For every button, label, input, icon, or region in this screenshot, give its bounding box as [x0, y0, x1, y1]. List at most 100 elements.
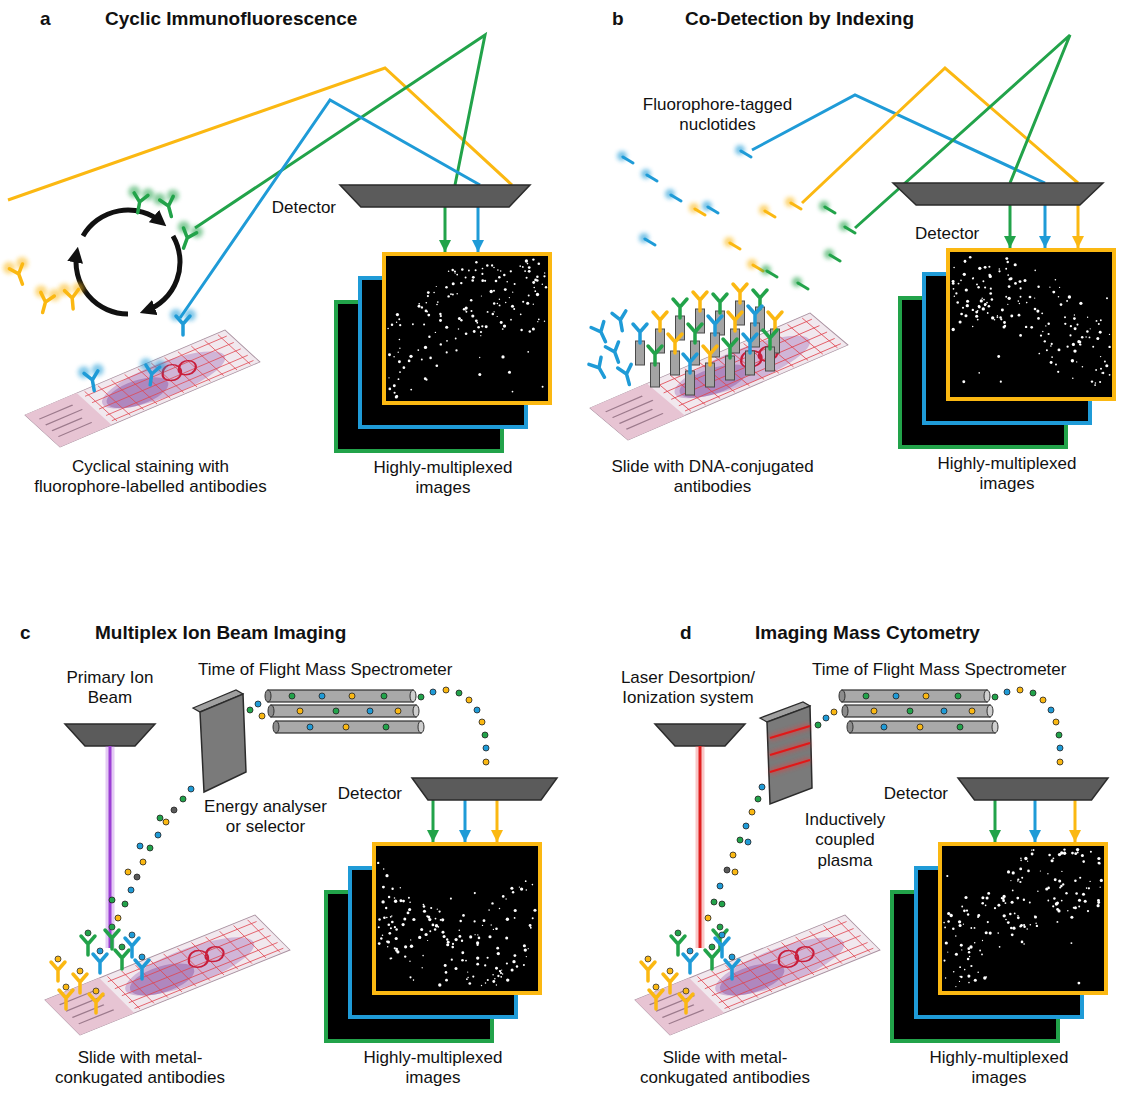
signal-dot: [422, 967, 423, 968]
signal-dot: [497, 269, 499, 271]
signal-dot: [423, 905, 426, 908]
signal-dot: [388, 923, 391, 926]
signal-dot: [967, 913, 969, 915]
signal-dot: [533, 304, 534, 305]
signal-dot: [429, 357, 432, 360]
ion-stream: [163, 819, 169, 825]
ion-stream: [155, 832, 161, 838]
ion-stream: [871, 708, 877, 714]
cycle-arrows: [146, 236, 180, 311]
signal-dot: [1091, 380, 1093, 382]
detector: Detector: [412, 778, 557, 800]
signal-dot: [454, 272, 455, 273]
signal-dot: [978, 305, 980, 307]
signal-dot: [532, 281, 535, 284]
signal-dot: [1002, 895, 1005, 898]
signal-dot: [945, 977, 946, 978]
ion-stream: [483, 759, 489, 765]
signal-dot: [1019, 881, 1021, 883]
signal-dot: [964, 969, 966, 971]
signal-dot: [479, 357, 480, 358]
signal-dot: [499, 299, 500, 300]
signal-dot: [1063, 852, 1066, 855]
signal-dot: [394, 947, 396, 949]
signal-dot: [955, 935, 957, 937]
signal-dot: [1063, 848, 1065, 850]
dna-antibody: [633, 324, 647, 365]
tof-spectrometer: [847, 721, 998, 733]
signal-dot: [1036, 310, 1039, 313]
signal-dot: [1067, 910, 1069, 912]
signal-dot: [991, 316, 994, 319]
signal-dot: [1068, 295, 1071, 298]
signal-dot: [476, 941, 479, 944]
signal-dot: [970, 927, 972, 929]
plasma-torch: [767, 706, 812, 804]
image-frame: [938, 842, 1108, 995]
signal-dot: [455, 338, 457, 340]
tagged-nucleotide: [617, 151, 633, 163]
signal-dot: [1031, 853, 1034, 856]
signal-dot: [953, 267, 955, 269]
tagged-nucleotide: [617, 145, 855, 289]
signal-dot: [514, 917, 516, 919]
signal-dot: [452, 294, 454, 296]
signal-dot: [390, 916, 392, 918]
signal-dot: [522, 301, 524, 303]
signal-dot: [544, 321, 545, 322]
signal-dot: [1070, 916, 1073, 919]
signal-dot: [950, 914, 953, 917]
signal-dot: [503, 274, 505, 276]
signal-dot: [435, 364, 438, 367]
ion-stream: [483, 745, 489, 751]
signal-dot: [1069, 334, 1071, 336]
dna-antibody: [591, 322, 612, 345]
signal-dot: [955, 953, 958, 956]
signal-dot: [964, 260, 967, 263]
signal-dot: [429, 930, 431, 932]
panel-title: Multiplex Ion Beam Imaging: [95, 622, 346, 645]
signal-dot: [499, 304, 501, 306]
signal-dot: [536, 293, 539, 296]
signal-dot: [483, 919, 486, 922]
ion-stream: [115, 915, 121, 921]
signal-dot: [382, 935, 384, 937]
tagged-nucleotide: [639, 233, 655, 245]
signal-dot: [989, 932, 992, 935]
fluorescent-antibody: [170, 309, 196, 335]
signal-dot: [1002, 326, 1005, 329]
signal-dot: [974, 927, 976, 929]
signal-dot: [529, 924, 532, 927]
signal-dot: [446, 340, 448, 342]
signal-dot: [972, 277, 974, 279]
ion-stream: [1057, 745, 1063, 751]
signal-dot: [432, 924, 435, 927]
metal-antibody: [663, 968, 677, 993]
signal-dot: [500, 321, 503, 324]
laser-source: [696, 746, 705, 948]
signal-dot: [437, 301, 439, 303]
signal-dot: [1055, 279, 1057, 281]
signal-dot: [399, 899, 402, 902]
metal-antibody: [73, 968, 87, 993]
ion-stream: [957, 724, 963, 730]
signal-dot: [1056, 901, 1059, 904]
signal-dot: [526, 302, 529, 305]
energy-analyser: [200, 694, 246, 792]
cycle-arrows: [76, 210, 180, 314]
tagged-nucleotide: [641, 169, 657, 181]
signal-dot: [404, 945, 407, 948]
fluorescent-antibody: [125, 185, 155, 215]
signal-dot: [423, 323, 425, 325]
signal-dot: [418, 936, 421, 939]
signal-dot: [536, 275, 538, 277]
signal-dot: [503, 324, 506, 327]
signal-dot: [1055, 364, 1057, 366]
component-label: Time of Flight Mass Spectrometer: [812, 660, 1066, 680]
ion-stream: [823, 715, 829, 721]
signal-dot: [501, 355, 504, 358]
signal-dot: [966, 304, 969, 307]
signal-dot: [1047, 333, 1049, 335]
signal-dot: [409, 901, 411, 903]
metal-antibody: [115, 944, 129, 969]
